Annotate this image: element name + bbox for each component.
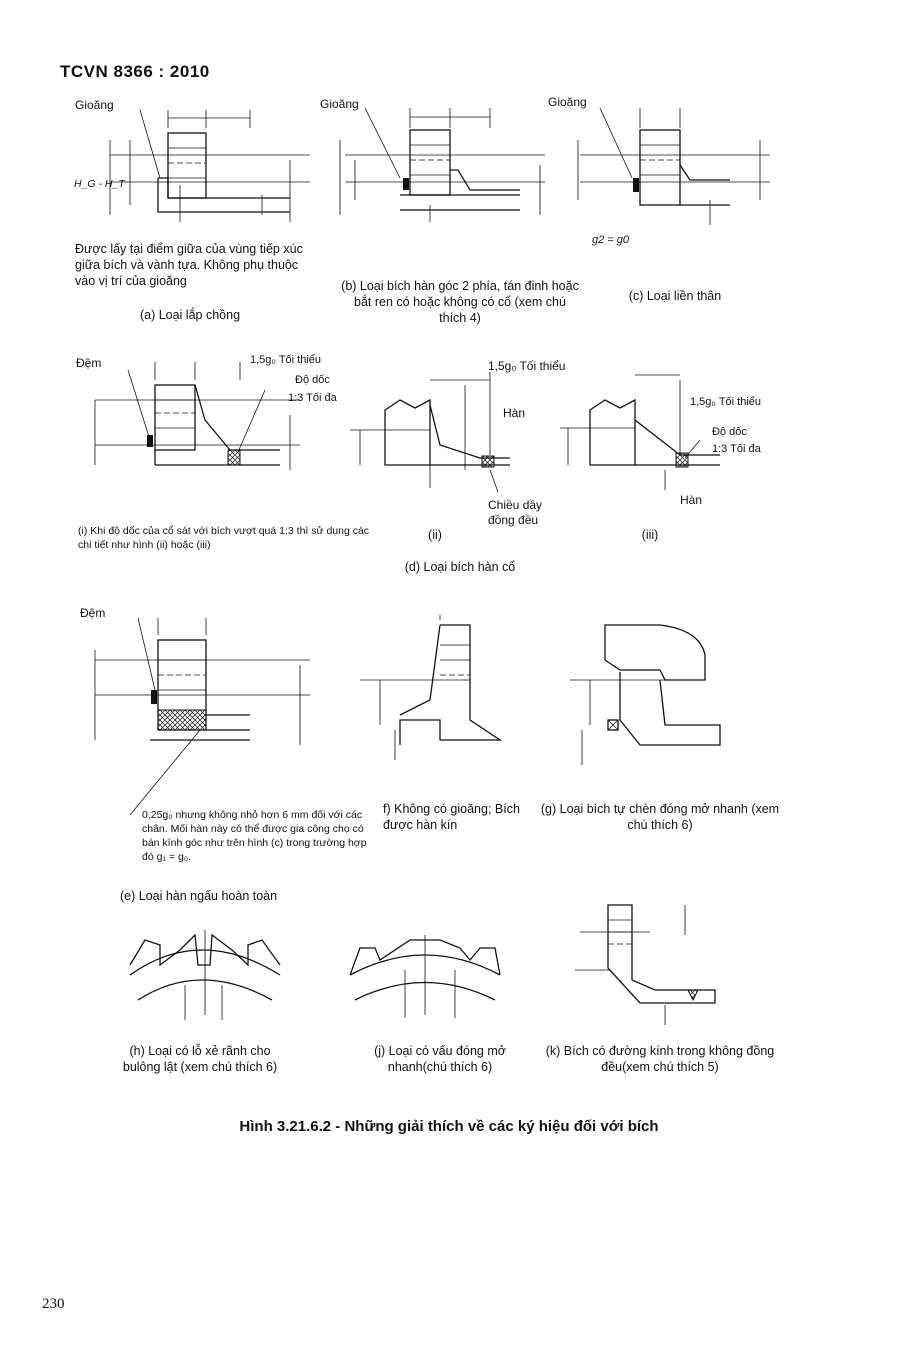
caption-k: (k) Bích có đường kính trong không đồng …	[545, 1044, 775, 1074]
label-slope-d-i: Độ dốc	[295, 374, 330, 386]
caption-e: (e) Loại hàn ngấu hoàn toàn	[120, 889, 278, 903]
caption-d-i-note: (i) Khi độ dốc của cổ sát với bích vượt …	[78, 525, 370, 551]
label-slope-ratio-d-iii: 1:3 Tối đa	[712, 443, 761, 455]
label-gasket-c: Gioăng	[548, 95, 587, 109]
label-pad-e: Đệm	[80, 606, 106, 620]
label-pad-d: Đệm	[76, 356, 102, 370]
label-gasket-a: Gioăng	[75, 98, 114, 112]
label-slope-d-iii: Độ dốc	[712, 426, 747, 438]
caption-h: (h) Loại có lỗ xẻ rãnh cho bulông lật (x…	[122, 1044, 278, 1074]
diagram-d-iii	[560, 374, 720, 490]
diagram-e-full-penetration	[94, 617, 310, 816]
caption-d: (d) Loại bích hàn cổ	[404, 560, 516, 574]
caption-f: f) Không có gioăng; Bích được hàn kín	[383, 802, 520, 832]
label-hg-ht: H_G - H_T	[74, 178, 125, 190]
caption-a: (a) Loại lắp chồng	[139, 308, 241, 322]
label-weld-d-iii: Hàn	[680, 493, 703, 507]
diagram-b-slip-on	[339, 107, 545, 222]
label-gasket-b: Gioăng	[320, 97, 359, 111]
diagram-k-nonuniform-bore	[575, 904, 716, 1025]
caption-b: (b) Loại bích hàn góc 2 phía, tán đinh h…	[341, 279, 579, 325]
label-uniform-thickness: Chiều dầy đồng đều	[488, 498, 543, 527]
diagram-d-ii	[350, 372, 510, 493]
label-min-thickness-d-iii: 1,5g₀ Tối thiểu	[690, 396, 762, 408]
diagram-a-lap-joint	[109, 109, 310, 222]
caption-a-note: Được lấy tại điểm giữa của vùng tiếp xúc…	[75, 242, 303, 288]
caption-e-note: 0,25g₀ nhưng không nhỏ hơn 6 mm đối với …	[142, 809, 367, 863]
diagram-g-self-sealing	[570, 624, 721, 765]
diagram-c-integral	[577, 107, 770, 225]
diagram-d-i-weld-neck	[94, 362, 300, 470]
caption-d-ii: (ii)	[428, 528, 442, 542]
document-header: TCVN 8366 : 2010	[60, 62, 210, 81]
caption-d-iii: (iii)	[641, 528, 659, 542]
caption-j: (j) Loại có vấu đóng mở nhanh(chú thích …	[374, 1044, 506, 1074]
label-weld-d-ii: Hàn	[503, 406, 526, 420]
page-number: 230	[42, 1296, 65, 1312]
caption-c: (c) Loại liền thân	[628, 289, 722, 303]
diagram-f-seal-welded	[360, 615, 503, 760]
diagram-h-swing-bolt	[129, 930, 281, 1020]
figure-title: Hình 3.21.6.2 - Những giải thích về các …	[239, 1118, 659, 1135]
label-slope-ratio-d-i: 1:3 Tối đa	[288, 392, 337, 404]
label-min-thickness-d-i: 1,5g₀ Tối thiểu	[250, 354, 322, 366]
label-min-thickness-d-ii: 1,5g₀ Tối thiểu	[488, 359, 566, 373]
label-g2-g0: g2 = g0	[592, 234, 630, 246]
caption-g: (g) Loại bích tự chèn đóng mở nhanh (xem…	[540, 802, 780, 832]
diagram-j-quick-opening	[349, 935, 501, 1018]
